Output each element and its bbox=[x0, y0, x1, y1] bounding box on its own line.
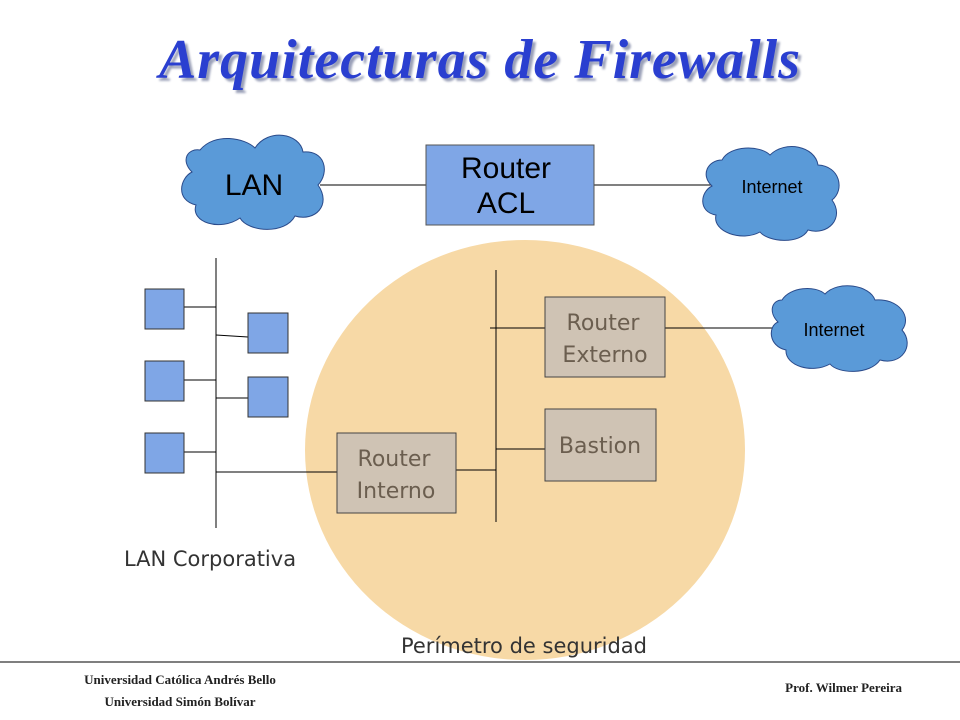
lan-corporativa-label: LAN Corporativa bbox=[124, 547, 296, 571]
host-icon-5 bbox=[144, 432, 185, 474]
bastion-label: Bastion bbox=[559, 434, 641, 459]
host-icon-2 bbox=[247, 312, 289, 354]
router-acl-label-line2: ACL bbox=[477, 187, 535, 220]
slide-title: Arquitecturas de Firewalls bbox=[158, 29, 802, 91]
host-link-2 bbox=[215, 334, 249, 338]
router-externo-label-line2: Externo bbox=[562, 343, 647, 368]
bastion-box bbox=[544, 408, 657, 482]
host-icon-4 bbox=[247, 376, 289, 418]
internet-label-top: Internet bbox=[741, 177, 802, 197]
footer-professor: Prof. Wilmer Pereira bbox=[785, 680, 902, 695]
router-interno-label-line2: Interno bbox=[357, 479, 436, 504]
router-externo-box bbox=[544, 296, 666, 378]
host-icon-3 bbox=[144, 360, 185, 402]
lan-label: LAN bbox=[225, 169, 283, 202]
footer-university-1: Universidad Católica Andrés Bello bbox=[84, 672, 276, 687]
internet-cloud-icon-bottom bbox=[770, 285, 908, 372]
router-interno-box bbox=[336, 432, 457, 514]
perimetro-label: Perímetro de seguridad bbox=[401, 634, 647, 658]
lan-cloud-icon bbox=[181, 134, 325, 230]
router-acl-box bbox=[425, 144, 595, 226]
footer-university-2: Universidad Simón Bolívar bbox=[104, 694, 256, 709]
router-externo-label-line1: Router bbox=[567, 311, 641, 336]
router-acl-label-line1: Router bbox=[461, 152, 551, 185]
internet-label-bottom: Internet bbox=[803, 320, 864, 340]
host-icon-1 bbox=[144, 288, 185, 330]
router-interno-label-line1: Router bbox=[358, 447, 432, 472]
internet-cloud-icon-top bbox=[702, 146, 840, 241]
